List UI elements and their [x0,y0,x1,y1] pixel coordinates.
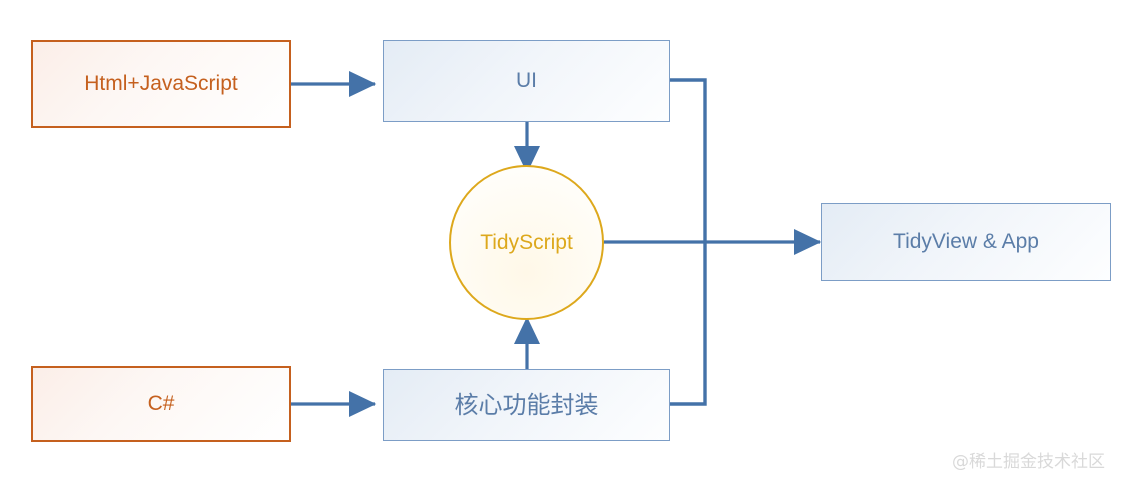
node-tidyview-app[interactable]: TidyView & App [821,203,1111,281]
node-label: C# [147,392,175,416]
node-ui[interactable]: UI [383,40,670,122]
node-label: TidyView & App [893,230,1039,254]
node-csharp[interactable]: C# [31,366,291,442]
node-label: UI [516,69,537,93]
node-label: 核心功能封装 [454,390,599,419]
edge-bus-to-core [670,242,707,406]
edge-ui-to-bus [670,78,707,242]
node-tidyscript[interactable]: TidyScript [449,165,604,320]
node-label: TidyScript [480,230,573,254]
node-core-packaging[interactable]: 核心功能封装 [383,369,670,441]
node-label: Html+JavaScript [84,72,238,96]
node-html-javascript[interactable]: Html+JavaScript [31,40,291,128]
watermark-text: @稀土掘金技术社区 [952,452,1105,472]
